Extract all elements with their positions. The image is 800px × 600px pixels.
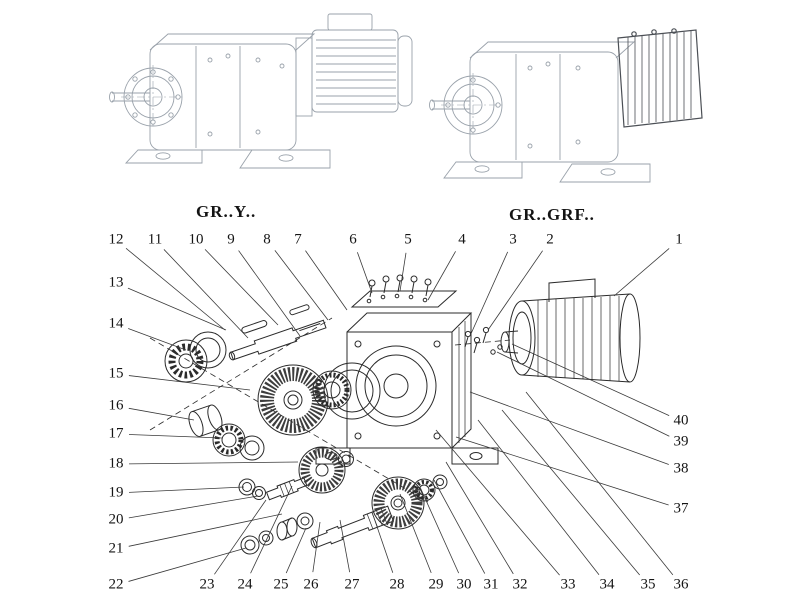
variant-title-left: GR..Y.. bbox=[196, 202, 257, 221]
mounting-feet bbox=[443, 161, 651, 183]
leader-line-20 bbox=[128, 495, 259, 519]
shaft-keys bbox=[241, 304, 310, 334]
leader-line-12 bbox=[125, 247, 226, 331]
leader-line-25 bbox=[285, 527, 307, 574]
brake-motor-block bbox=[617, 28, 703, 128]
leader-line-13 bbox=[127, 287, 227, 331]
bearing-pair bbox=[212, 423, 265, 461]
leader-line-15 bbox=[128, 375, 251, 391]
leader-line-2 bbox=[487, 250, 543, 331]
motor-fins bbox=[316, 39, 396, 105]
leader-line-1 bbox=[613, 248, 670, 297]
leader-line-6 bbox=[357, 252, 373, 294]
leader-line-40 bbox=[511, 343, 670, 416]
motor-fins bbox=[537, 296, 620, 381]
leader-line-7 bbox=[305, 250, 348, 311]
leader-line-32 bbox=[445, 461, 514, 575]
electric-motor bbox=[500, 278, 641, 383]
leader-line-9 bbox=[238, 250, 301, 337]
terminal-box bbox=[327, 13, 373, 31]
cover-and-bolts bbox=[350, 274, 458, 308]
leader-line-34 bbox=[477, 419, 600, 576]
leader-line-36 bbox=[525, 391, 674, 576]
leader-line-35 bbox=[501, 409, 640, 576]
assembly-axes bbox=[149, 317, 511, 503]
intermediate-shaft-parts bbox=[238, 446, 354, 501]
terminal-box bbox=[548, 278, 596, 302]
motor-shaft bbox=[500, 331, 510, 353]
leader-line-10 bbox=[204, 249, 279, 326]
output-gear-set bbox=[371, 474, 448, 530]
input-shaft bbox=[228, 319, 327, 361]
leader-line-22 bbox=[128, 547, 247, 582]
leader-line-38 bbox=[469, 391, 669, 465]
exploded-view bbox=[149, 274, 641, 555]
assembled-view-gr-y bbox=[109, 13, 413, 169]
leader-line-11 bbox=[163, 249, 249, 339]
leader-line-23 bbox=[214, 499, 267, 575]
leader-line-28 bbox=[371, 511, 394, 573]
leader-line-33 bbox=[435, 429, 560, 576]
leader-line-37 bbox=[455, 436, 669, 506]
leader-line-14 bbox=[128, 328, 187, 351]
washers-and-spacers bbox=[240, 512, 314, 555]
leader-line-17 bbox=[128, 434, 223, 439]
leader-lines bbox=[125, 247, 674, 582]
leader-line-29 bbox=[399, 493, 432, 574]
leader-line-4 bbox=[427, 251, 456, 301]
leader-line-21 bbox=[128, 513, 283, 547]
leader-line-30 bbox=[419, 486, 460, 574]
variant-title-right: GR..GRF.. bbox=[509, 205, 595, 224]
leader-line-26 bbox=[312, 521, 321, 573]
leader-line-3 bbox=[469, 251, 509, 337]
housing-feet bbox=[315, 447, 499, 465]
leader-line-8 bbox=[274, 250, 329, 321]
leader-line-16 bbox=[128, 407, 195, 421]
leader-line-18 bbox=[128, 461, 299, 465]
mounting-feet bbox=[124, 149, 331, 169]
assembled-view-gr-grf bbox=[429, 28, 703, 183]
block-fins bbox=[627, 31, 692, 125]
leader-line-5 bbox=[399, 252, 407, 292]
assembled-views bbox=[109, 13, 703, 183]
leader-line-27 bbox=[339, 519, 351, 573]
leader-line-19 bbox=[128, 486, 245, 493]
secondary-gear bbox=[312, 370, 352, 410]
leader-line-24 bbox=[250, 485, 293, 574]
centerline bbox=[121, 65, 185, 129]
leader-line-31 bbox=[433, 479, 486, 574]
gear-housing bbox=[315, 312, 499, 465]
primary-gear bbox=[257, 364, 329, 436]
seal-and-bearing bbox=[164, 331, 227, 383]
centerline bbox=[441, 73, 505, 137]
leader-line-39 bbox=[496, 351, 670, 437]
